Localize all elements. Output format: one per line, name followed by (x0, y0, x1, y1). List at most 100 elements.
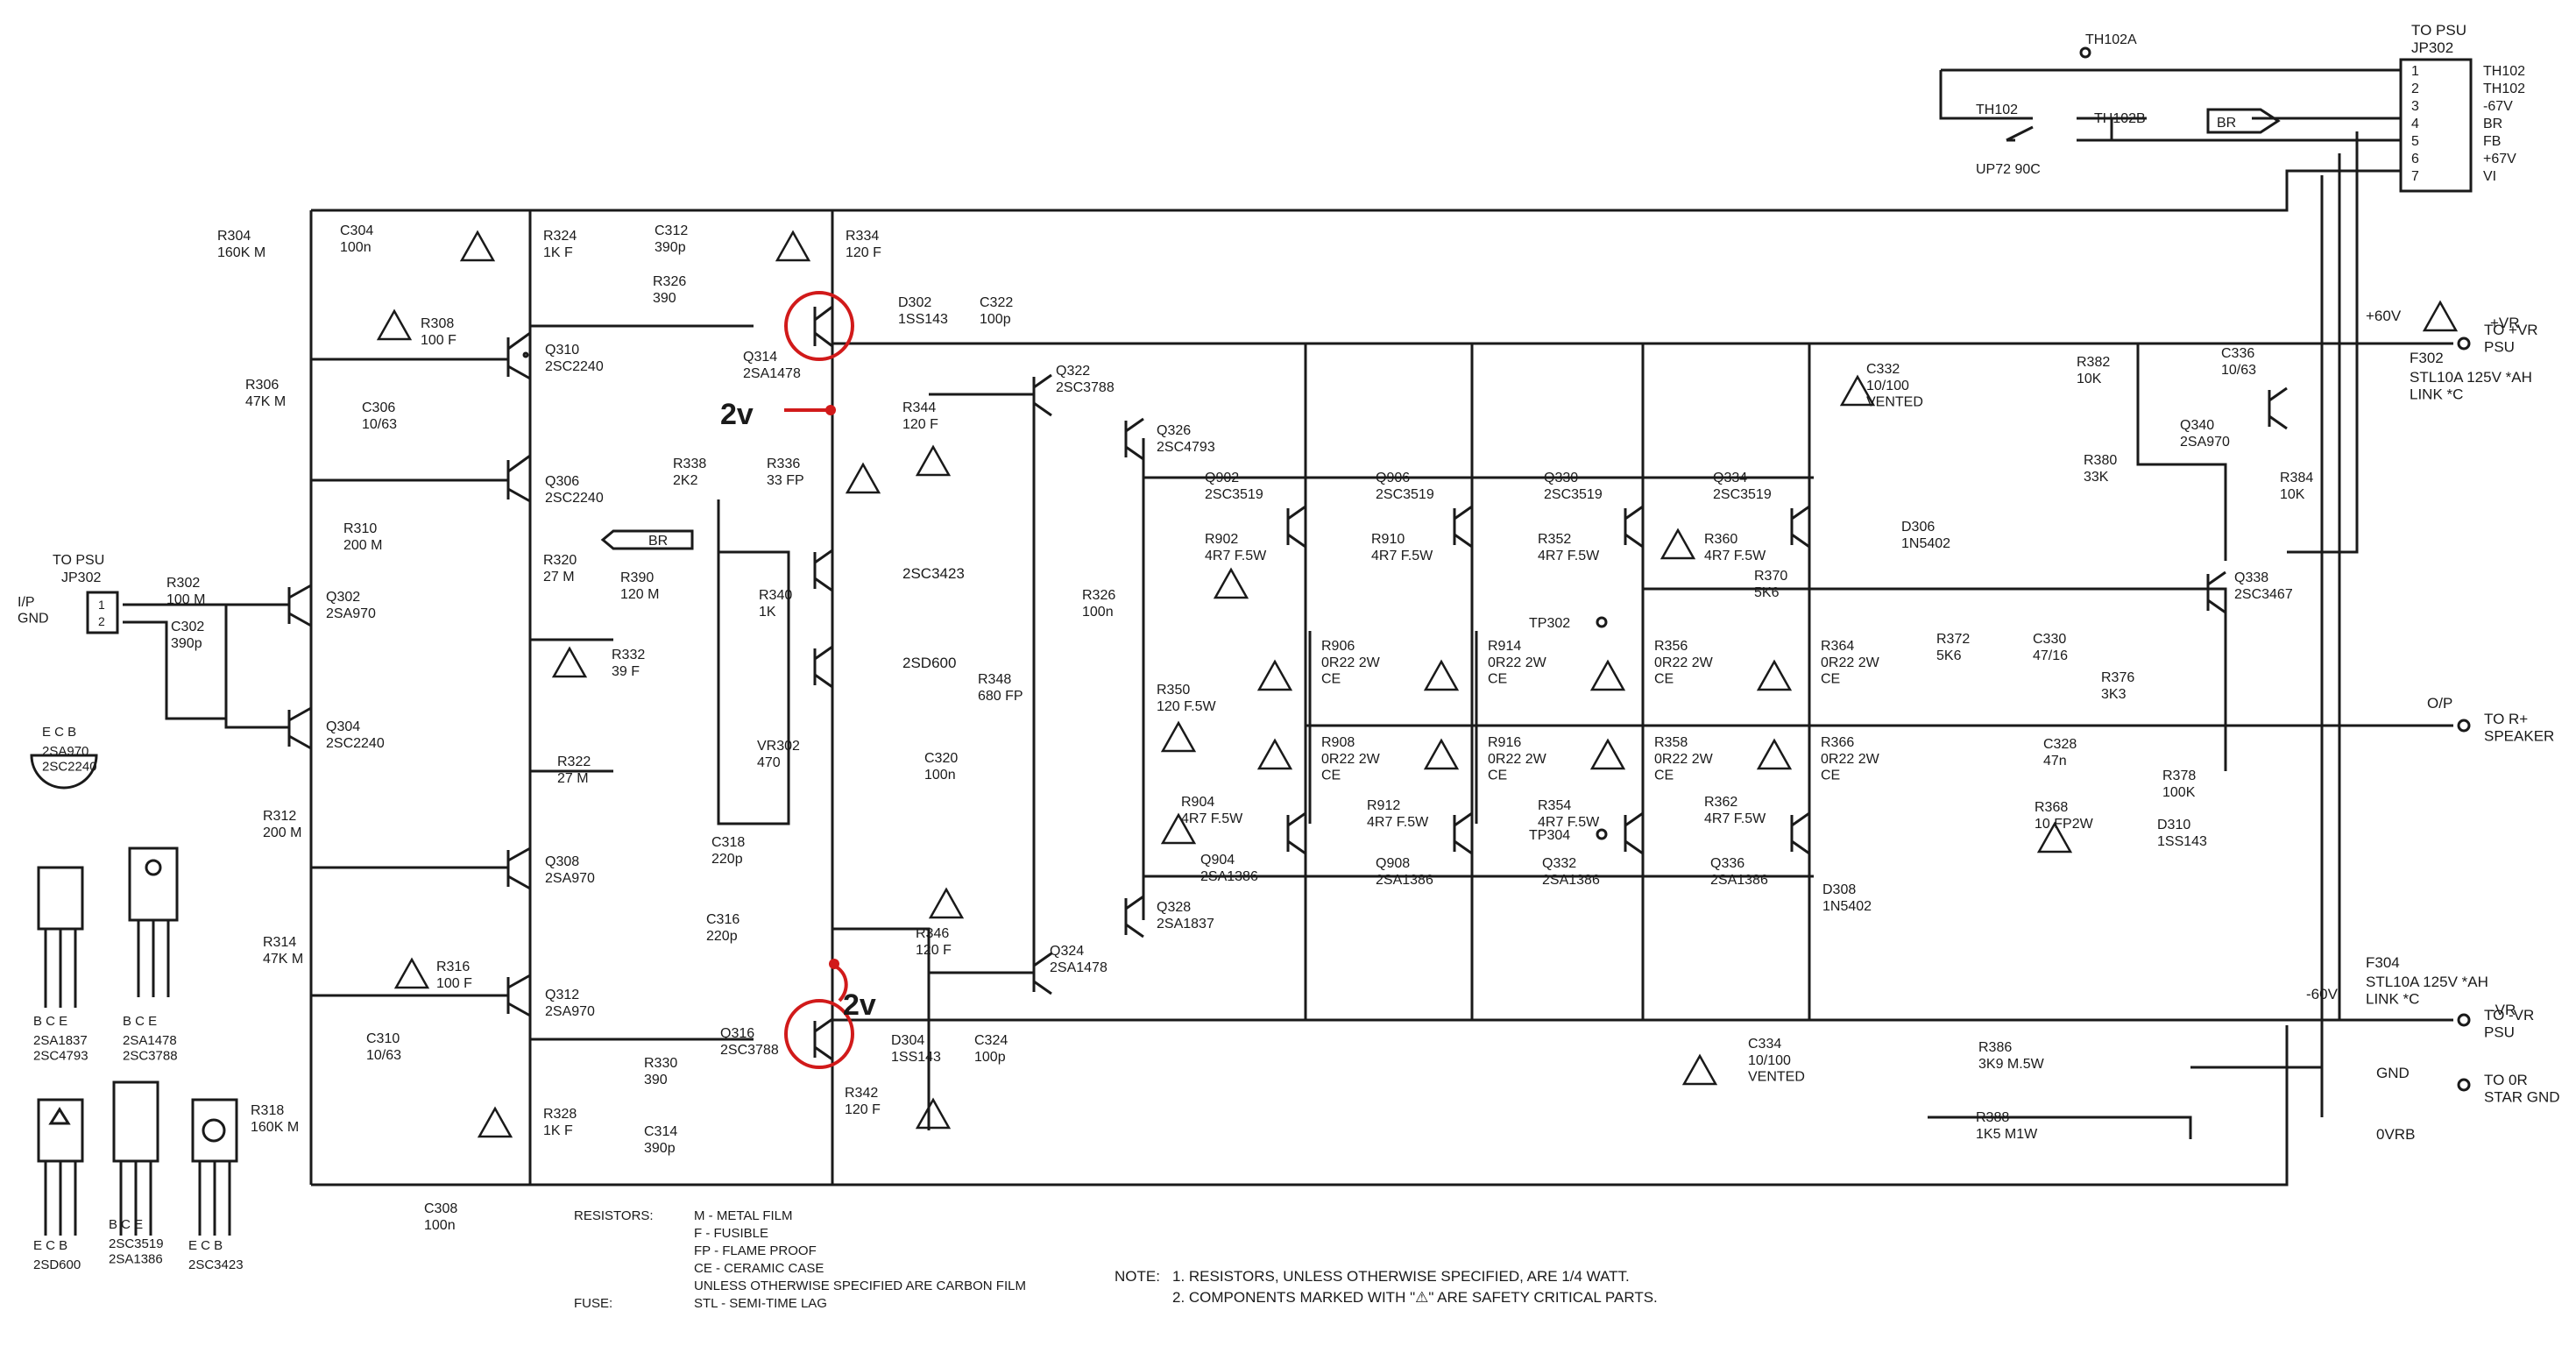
component-ref-c324: C324 (974, 1033, 1008, 1048)
package-to220-b-icon (128, 846, 179, 922)
component-ref-d310: D310 (2157, 818, 2190, 832)
transistor-q304 (287, 706, 312, 750)
component-ref-r338: R338 (673, 457, 706, 471)
component-ref-c306: C306 (362, 400, 395, 415)
component-ref-r382: R382 (2077, 355, 2110, 370)
component-ref-c304: C304 (340, 223, 373, 238)
component-value-q316: 2SC3788 (720, 1043, 779, 1058)
component-ref-r912: R912 (1367, 798, 1400, 813)
component-ref-q316: Q316 (720, 1026, 754, 1041)
component-ref-r306: R306 (245, 378, 279, 393)
component-value-r324: 1K F (543, 245, 573, 260)
component-ref-c322: C322 (980, 295, 1013, 310)
legend-code-2: FP - FLAME PROOF (694, 1243, 817, 1258)
transistor-q328 (1124, 895, 1144, 939)
tp304-label: TP304 (1529, 828, 1570, 843)
component-ref-r386: R386 (1978, 1040, 2012, 1055)
component-ref-q322: Q322 (1056, 364, 1090, 379)
component-ref-r372: R372 (1936, 632, 1970, 647)
br-tag-shape (2206, 108, 2281, 134)
component-value-r326: 390 (653, 291, 676, 306)
component-value-r312: 200 M (263, 825, 301, 840)
component-ref-q306: Q306 (545, 474, 579, 489)
component-ref-q312: Q312 (545, 988, 579, 1002)
component-ref-c302: C302 (171, 620, 204, 634)
component-ref-c314: C314 (644, 1124, 677, 1139)
component-value-r354: 4R7 F.5W (1538, 815, 1600, 830)
component-value-r344: 120 F (902, 417, 938, 432)
component-ref-c332: C332 (1866, 362, 1900, 377)
minus-vr-label: -VR (2490, 1002, 2516, 1018)
component-ref-q308: Q308 (545, 854, 579, 869)
legend: RESISTORS: M - METAL FILM F - FUSIBLE FP… (574, 1208, 1026, 1311)
component-ref-r310: R310 (343, 521, 377, 536)
component-ref-r316: R316 (436, 960, 470, 974)
input-header-body (86, 591, 119, 634)
star-terminal (2457, 1078, 2471, 1092)
plus-vr-label: +VR (2490, 315, 2520, 331)
component-value-r342: 120 F (845, 1102, 881, 1117)
component-ref-r388: R388 (1976, 1110, 2009, 1125)
component-value-c336: 10/63 (2221, 363, 2256, 378)
component-ref-r368: R368 (2035, 800, 2068, 815)
component-value-r332: 39 F (612, 664, 640, 679)
component-value-r314: 47K M (263, 952, 303, 967)
component-value-q326: 2SC4793 (1157, 440, 1215, 455)
component-ref-q310: Q310 (545, 343, 579, 358)
component-ref-r330: R330 (644, 1056, 677, 1071)
package-parts-5: 2SC3423 (188, 1257, 244, 1272)
part-glyphs: TP302 TP304 BR 2SC3423 2SD600 (287, 230, 2459, 1138)
psu-signal-6: +67V (2483, 152, 2516, 166)
speaker-terminal (2457, 719, 2471, 733)
component-ref-r334: R334 (846, 229, 879, 244)
component-value-d302: 1SS143 (898, 312, 948, 327)
component-ref-q902: Q902 (1205, 471, 1239, 485)
transistor-q314 (813, 305, 833, 348)
component-value-q906: 2SC3519 (1376, 487, 1434, 502)
tp302-label: TP302 (1529, 616, 1570, 631)
component-ref-r340: R340 (759, 588, 792, 603)
component-value-r346: 120 F (916, 943, 952, 958)
component-ref-r322: R322 (557, 754, 591, 769)
input-pin-2: 2 (98, 614, 105, 628)
component-value-c304: 100n (340, 240, 372, 255)
component-value-q904: 2SA1386 (1200, 869, 1258, 884)
component-value-r302: 100 M (166, 592, 205, 607)
psu-signal-2: TH102 (2483, 81, 2525, 96)
component-ref-c312: C312 (655, 223, 688, 238)
component-value-q334: 2SC3519 (1713, 487, 1772, 502)
component-ref-q904: Q904 (1200, 853, 1235, 868)
package-pins-5: E C B (188, 1238, 223, 1253)
component-value-c312: 390p (655, 240, 686, 255)
gnd-label: GND (2376, 1065, 2410, 1081)
component-value-d306: 1N5402 (1901, 536, 1950, 551)
component-ref-r362: R362 (1704, 795, 1737, 810)
component-ref-r384: R384 (2280, 471, 2313, 485)
component-value-r330: 390 (644, 1073, 668, 1087)
transistor-q326 (1124, 417, 1144, 461)
component-ref-r324: R324 (543, 229, 577, 244)
component-ref-r342: R342 (845, 1086, 878, 1101)
component-ref-r360: R360 (1704, 532, 1737, 547)
component-ref-q340: Q340 (2180, 418, 2214, 433)
component-value-c314: 390p (644, 1141, 676, 1156)
psu-pin-4: 4 (2411, 117, 2419, 131)
br-flag-shape (600, 529, 694, 550)
component-ref-r350: R350 (1157, 683, 1190, 698)
component-value-r316: 100 F (436, 976, 472, 991)
component-value-c316: 220p (706, 929, 738, 944)
component-value-q324: 2SA1478 (1050, 960, 1108, 975)
component-ref-r916: R916 (1488, 735, 1521, 750)
component-value-c308: 100n (424, 1218, 456, 1233)
component-ref-q330: Q330 (1544, 471, 1578, 485)
component-value-r370: 5K6 (1754, 585, 1780, 600)
